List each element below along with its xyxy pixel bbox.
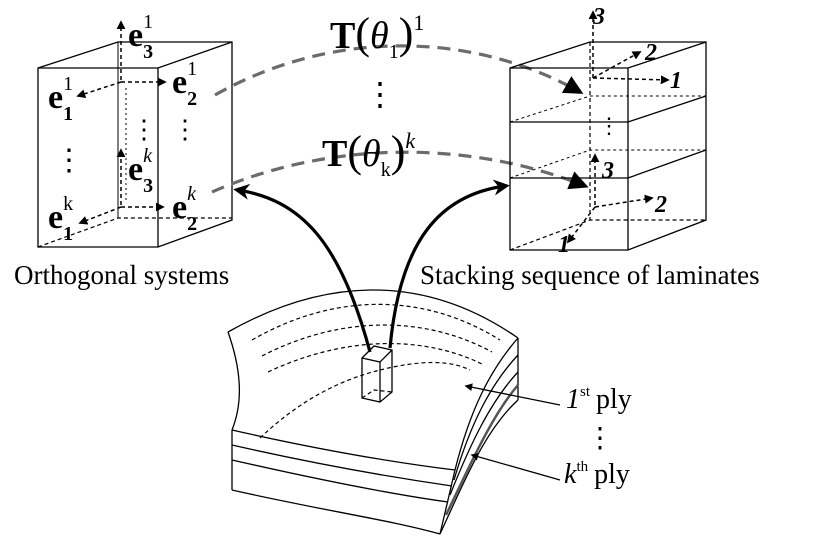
transform-top-label: T(θ1)1: [330, 9, 424, 63]
arrow-element-to-stacking: [388, 179, 510, 349]
arrow-element-to-orthogonal: [233, 183, 372, 353]
e1-bottom-label: e1k: [48, 193, 73, 245]
e2-bottom-label: e2k: [172, 183, 197, 235]
orthogonal-systems-box: [37, 20, 233, 248]
right-bottom-axis-3: 3: [601, 158, 614, 184]
transform-bottom-label: T(θk)k: [322, 127, 416, 181]
e3-bottom-label: e3k: [128, 145, 153, 197]
stacking-sequence-box: [509, 10, 707, 251]
caption-stacking-sequence: Stacking sequence of laminates: [420, 260, 760, 290]
left-box-dots-inner: ⋮: [131, 115, 157, 144]
caption-orthogonal-systems: Orthogonal systems: [14, 260, 229, 290]
transform-connector-bottom: [211, 150, 589, 194]
transform-connector-top: [214, 44, 584, 97]
transform-dots: ⋮: [364, 76, 396, 112]
left-box-dots-left: ⋮: [54, 144, 84, 177]
right-bottom-axis-1: 1: [558, 232, 570, 258]
right-top-axis-3: 3: [592, 4, 605, 30]
first-ply-leader: [464, 383, 561, 406]
right-bottom-axis-2: 2: [654, 192, 667, 218]
curved-laminate-shell: [227, 289, 519, 535]
e1-top-label: e11: [48, 73, 73, 125]
e3-top-label: e31: [128, 11, 153, 63]
right-top-axis-1: 1: [670, 68, 682, 94]
left-box-dots-right: ⋮: [172, 115, 198, 144]
kth-ply-leader: [470, 452, 561, 481]
right-top-axis-2: 2: [644, 40, 657, 66]
right-box-dots: ⋮: [598, 113, 620, 138]
e2-top-label: e21: [172, 58, 197, 110]
ply-dots: ⋮: [586, 423, 614, 454]
